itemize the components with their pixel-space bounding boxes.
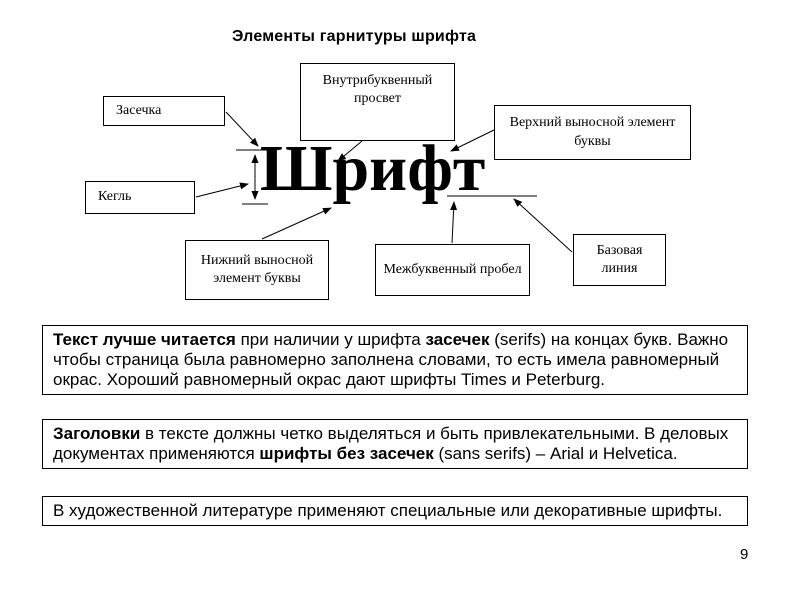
page-number: 9 — [740, 546, 749, 563]
label-inner-space: Внутрибуквенный просвет — [322, 73, 433, 107]
connector-letter-space — [450, 201, 458, 244]
label-box-serif: Засечка — [103, 96, 225, 126]
paragraph-headings-text1: в тексте должны четко выделяться и быть … — [53, 424, 729, 463]
paragraph-readability: Текст лучше читается при наличии у шрифт… — [42, 325, 748, 395]
label-box-letter-space: Межбуквенный пробел — [375, 244, 530, 296]
slide-title: Элементы гарнитуры шрифта — [232, 28, 477, 45]
label-ascender: Верхний выносной элемент буквы — [509, 115, 676, 149]
specimen-word: Шрифт — [260, 132, 486, 205]
label-kegl: Кегль — [98, 189, 132, 205]
label-box-descender: Нижний выносной элемент буквы — [185, 240, 329, 300]
label-letter-space: Межбуквенный пробел — [383, 261, 522, 277]
label-box-inner-space: Внутрибуквенный просвет — [300, 63, 455, 141]
paragraph-readability-bold2: засечек — [425, 330, 490, 349]
paragraph-readability-text1: при наличии у шрифта — [235, 330, 426, 349]
connector-serif — [225, 111, 259, 147]
paragraph-readability-text2: (serifs) на концах букв. Важно чтобы стр… — [53, 330, 729, 389]
label-box-baseline: Базовая линия — [573, 234, 666, 286]
label-box-ascender: Верхний выносной элемент буквы — [494, 105, 691, 160]
paragraph-readability-bold1: Текст лучше читается — [53, 330, 236, 349]
label-baseline: Базовая линия — [596, 242, 643, 276]
label-serif: Засечка — [116, 102, 162, 118]
paragraph-decorative-text1: В художественной литературе применяют сп… — [53, 501, 723, 520]
paragraph-decorative: В художественной литературе применяют сп… — [42, 496, 748, 526]
paragraph-headings: Заголовки в тексте должны четко выделять… — [42, 419, 748, 469]
label-descender: Нижний выносной элемент буквы — [200, 252, 314, 286]
connector-descender — [261, 207, 332, 240]
paragraph-headings-bold2: шрифты без засечек — [259, 444, 434, 463]
paragraph-headings-text2: (sans serifs) – Arial и Helvetica. — [433, 444, 678, 463]
label-box-kegl: Кегль — [85, 181, 195, 214]
paragraph-headings-bold1: Заголовки — [53, 424, 141, 443]
connector-kegl — [195, 182, 249, 198]
